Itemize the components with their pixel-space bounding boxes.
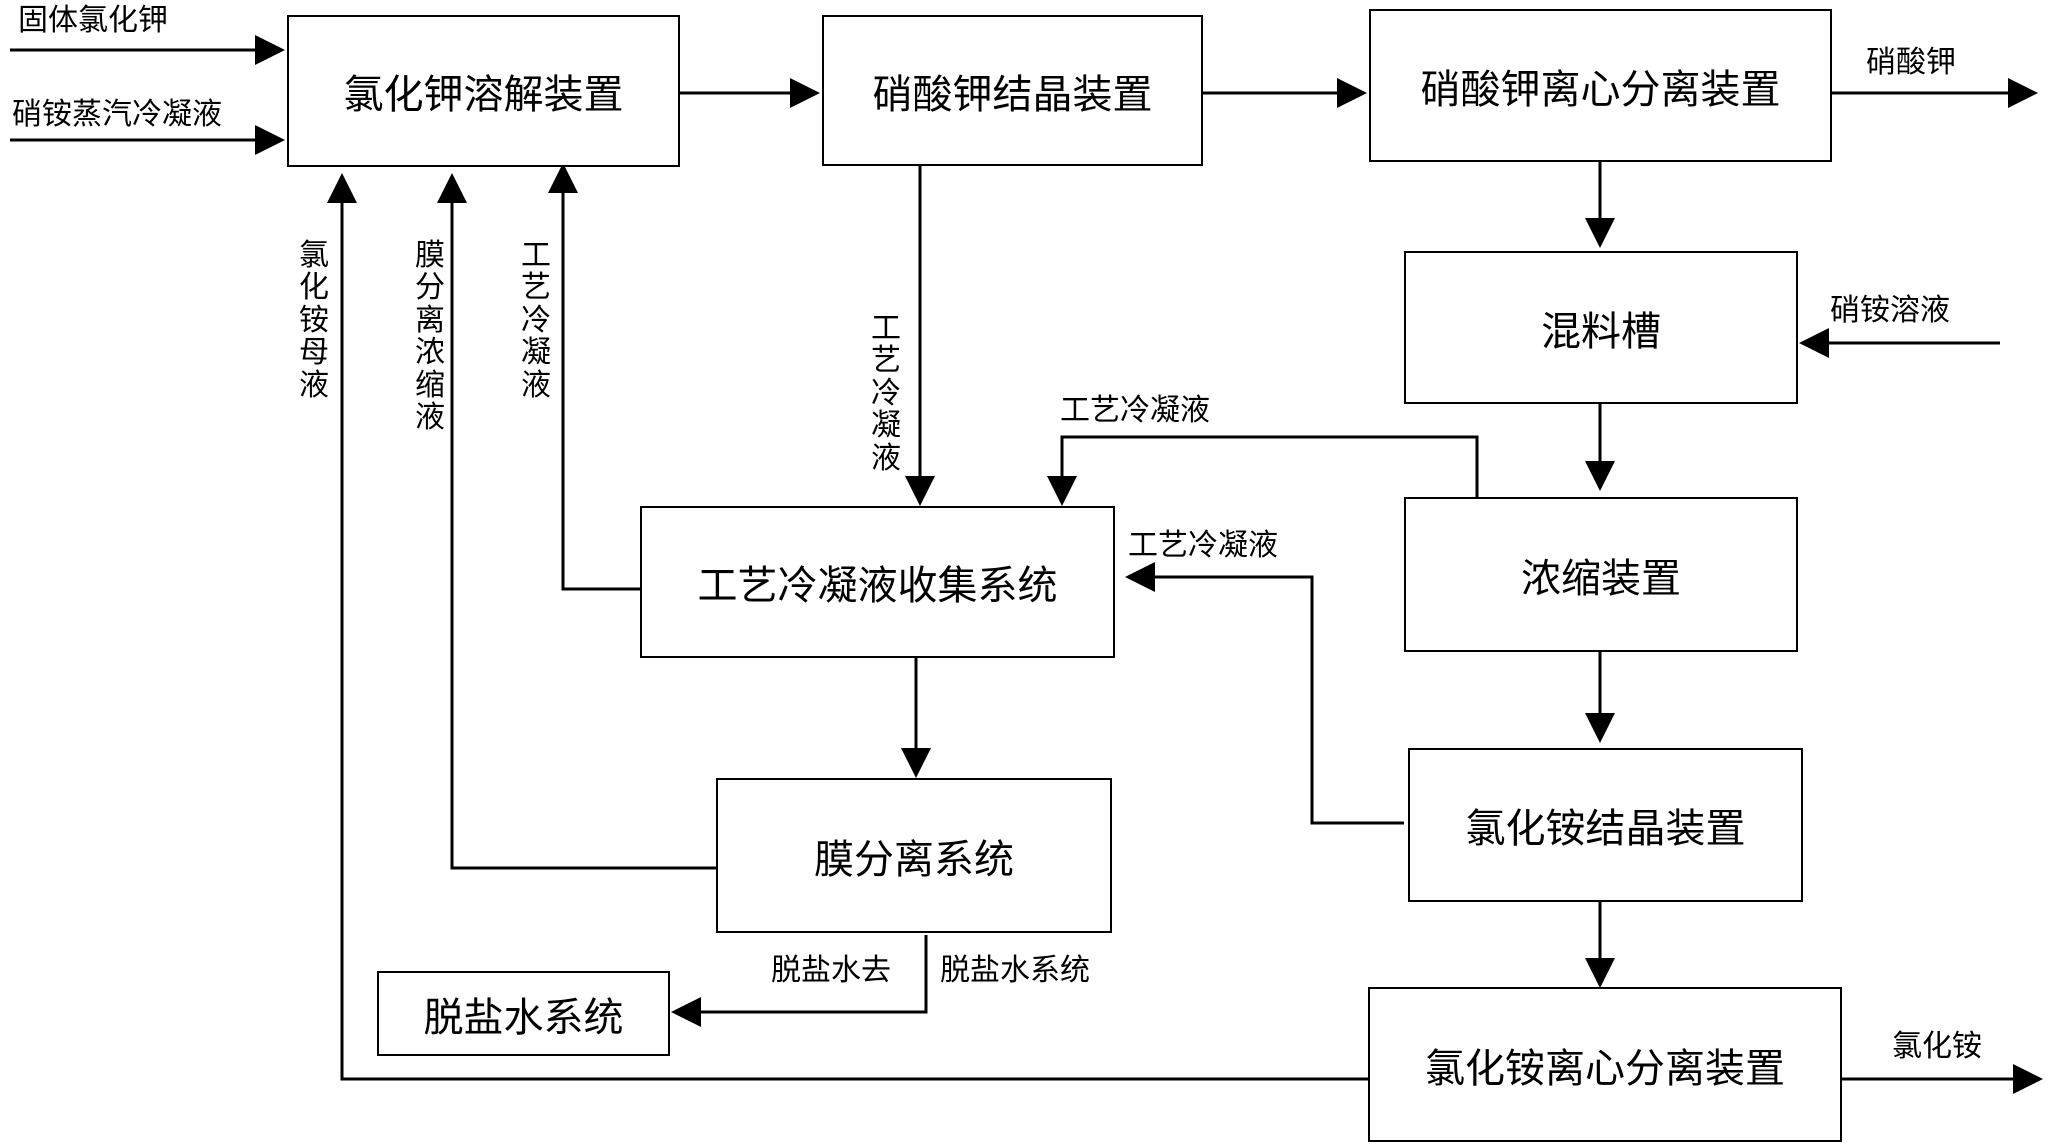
arrow-condensate-return [548,163,640,591]
nh4cl-crystal-label: 氯化铵结晶装置 [1465,806,1746,852]
nh4cl-crystal-box: 氯化铵结晶装置 [1408,748,1803,902]
label-process-condensate-nh4cl: 工艺冷凝液 [1128,528,1278,563]
label-solid-kcl: 固体氯化钾 [18,3,168,38]
label-membrane-concentrate: 膜分离浓缩液 [415,238,445,435]
mixing-tank-box: 混料槽 [1404,251,1798,404]
concentrator-box: 浓缩装置 [1404,497,1798,652]
nh4cl-centrifuge-box: 氯化铵离心分离装置 [1368,987,1842,1142]
desalted-water-label: 脱盐水系统 [423,994,624,1041]
label-kno3-output: 硝酸钾 [1866,45,1956,80]
label-nh4cl-output: 氯化铵 [1892,1029,1982,1064]
nh4cl-centrifuge-label: 氯化铵离心分离装置 [1425,1045,1785,1092]
condensate-collect-label: 工艺冷凝液收集系统 [697,563,1058,609]
label-desalted-water-out-right: 脱盐水系统 [940,953,1090,988]
label-nh4cl-mother-liquor: 氯化铵母液 [299,238,329,403]
kno3-centrifuge-box: 硝酸钾离心分离装置 [1369,9,1832,162]
kcl-dissolve-label: 氯化钾溶解装置 [343,72,624,118]
kno3-crystal-box: 硝酸钾结晶装置 [822,15,1203,166]
mixing-tank-label: 混料槽 [1541,308,1661,355]
label-nh4no3-solution: 硝铵溶液 [1830,293,1950,328]
label-process-condensate-concentrator: 工艺冷凝液 [1060,393,1210,428]
arrow-membrane-concentrate-return [437,173,716,870]
label-process-condensate-up: 工艺冷凝液 [521,238,551,403]
desalted-water-box: 脱盐水系统 [377,971,670,1056]
concentrator-label: 浓缩装置 [1521,555,1681,602]
arrow-concentrator-condensate [1047,435,1479,506]
membrane-label: 膜分离系统 [814,836,1014,883]
kno3-centrifuge-label: 硝酸钾离心分离装置 [1420,66,1781,113]
membrane-box: 膜分离系统 [716,778,1112,933]
label-process-condensate-down: 工艺冷凝液 [871,311,901,476]
label-nh4no3-condensate: 硝铵蒸汽冷凝液 [12,97,222,132]
kcl-dissolve-box: 氯化钾溶解装置 [287,15,680,167]
label-desalted-water-out-left: 脱盐水去 [771,953,891,988]
condensate-collect-box: 工艺冷凝液收集系统 [640,506,1115,658]
kno3-crystal-label: 硝酸钾结晶装置 [872,71,1153,118]
arrow-nh4cl-mother-liquor-return [327,173,1368,1081]
arrow-desalted-water [671,935,928,1027]
arrow-nh4cl-crystal-condensate [1125,562,1404,825]
